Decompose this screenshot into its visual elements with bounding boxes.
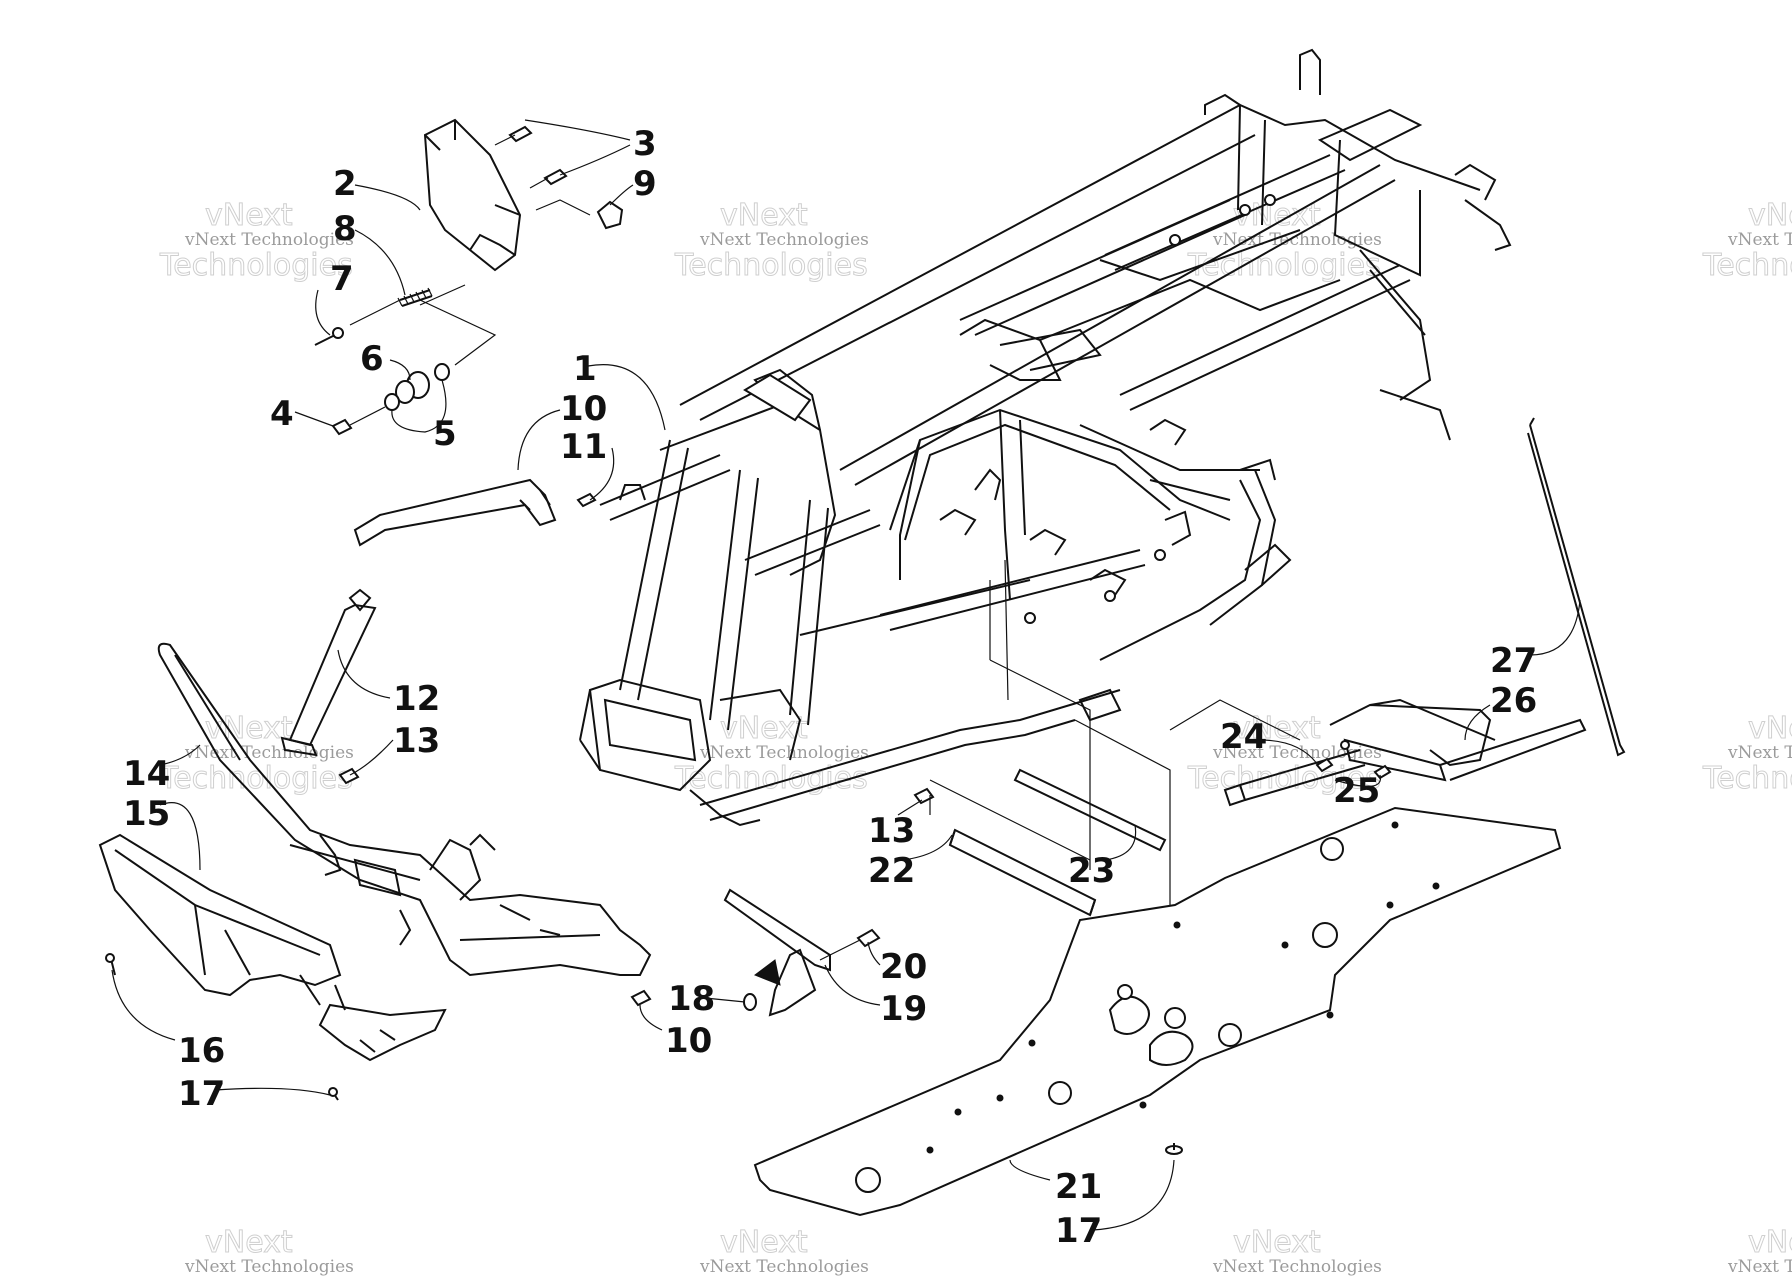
callout-label: 8 (333, 209, 357, 249)
callout-label: 13 (868, 811, 915, 851)
watermark-tile: vNext vNext Technologies (1727, 1225, 1792, 1278)
callout-label: 3 (633, 124, 657, 164)
watermark-brand-top: vNext (720, 711, 808, 746)
watermark-brand-bottom: Technologies (1702, 248, 1792, 283)
watermark-tile: vNext vNext Technologies Technologies (1702, 711, 1792, 797)
callout-label: 7 (330, 259, 354, 299)
watermark-brand-top: vNext (205, 198, 293, 233)
watermark-brand-top: vNext (720, 1225, 808, 1260)
callout-label: 27 (1490, 641, 1537, 681)
callout-label: 14 (123, 754, 170, 794)
watermark-company: vNext Technologies (699, 743, 869, 763)
watermark-brand-top: vNext (1233, 1225, 1321, 1260)
callout-label: 6 (360, 339, 384, 379)
watermark-company: vNext Technologies (1212, 230, 1382, 250)
watermark-tile: vNext vNext Technologies (184, 1225, 354, 1278)
watermark-tile: vNext vNext Technologies Technologies (674, 198, 869, 284)
callout-label: 24 (1220, 717, 1267, 757)
skid-plate-drawing (753, 806, 1562, 1217)
watermark-tile: vNext vNext Technologies (1212, 1225, 1382, 1278)
callout-label: 17 (178, 1074, 225, 1114)
callout-label: 10 (560, 389, 607, 429)
callout-label: 18 (668, 979, 715, 1019)
callout-label: 1 (573, 349, 597, 389)
callout-label: 20 (880, 947, 927, 987)
watermark-company: vNext Technologies (184, 1257, 354, 1277)
callout-label: 9 (633, 164, 657, 204)
watermark-brand-bottom: Technologies (159, 248, 353, 283)
callout-label: 5 (433, 414, 457, 454)
watermark-brand-bottom: Technologies (1702, 761, 1792, 796)
watermark-tile: vNext vNext Technologies Technologies (1702, 198, 1792, 284)
watermark-brand-top: vNext (205, 1225, 293, 1260)
watermark-brand-top: vNext (1748, 198, 1792, 233)
headlight-assembly (314, 118, 624, 436)
watermarks: vNext vNext Technologies Technologies vN… (159, 198, 1792, 1278)
callout-label: 11 (560, 427, 607, 467)
watermark-company: vNext Technologies (699, 1257, 869, 1277)
callout-label: 2 (333, 164, 357, 204)
callout-label: 26 (1490, 681, 1537, 721)
watermark-brand-top: vNext (1748, 711, 1792, 746)
watermark-company: vNext Technologies (699, 230, 869, 250)
callout-label: 13 (393, 721, 440, 761)
watermark-company: vNext Technologies (1727, 230, 1792, 250)
callout-label: 21 (1055, 1167, 1102, 1207)
callout-label: 4 (270, 394, 294, 434)
watermark-company: vNext Technologies (184, 743, 354, 763)
callout-label: 23 (1068, 851, 1115, 891)
watermark-brand-top: vNext (1748, 1225, 1792, 1260)
watermark-tile: vNext vNext Technologies Technologies (159, 711, 354, 797)
callout-label: 22 (868, 851, 915, 891)
center-hardware (723, 659, 1171, 1017)
callout-label: 10 (665, 1021, 712, 1061)
watermark-brand-top: vNext (720, 198, 808, 233)
callouts: 1 2 3 4 5 6 7 8 9 10 11 12 13 (111, 119, 1581, 1251)
watermark-brand-bottom: Technologies (674, 248, 868, 283)
callout-label: 15 (123, 794, 170, 834)
watermark-company: vNext Technologies (1727, 1257, 1792, 1277)
watermark-tile: vNext vNext Technologies (699, 1225, 869, 1278)
watermark-brand-top: vNext (205, 711, 293, 746)
watermark-tile: vNext vNext Technologies Technologies (159, 198, 354, 284)
main-frame-drawing (579, 48, 1512, 827)
callout-label: 17 (1055, 1211, 1102, 1251)
callout-label: 12 (393, 679, 440, 719)
front-bumper-assembly (98, 478, 652, 1101)
watermark-company: vNext Technologies (184, 230, 354, 250)
callout-label: 19 (880, 989, 927, 1029)
callout-label: 25 (1333, 771, 1380, 811)
watermark-brand-bottom: Technologies (1187, 761, 1381, 796)
watermark-company: vNext Technologies (1727, 743, 1792, 763)
watermark-company: vNext Technologies (1212, 743, 1382, 763)
callout-label: 16 (178, 1031, 225, 1071)
rear-hardware (1169, 417, 1626, 807)
watermark-brand-bottom: Technologies (1187, 248, 1381, 283)
watermark-company: vNext Technologies (1212, 1257, 1382, 1277)
watermark-tile: vNext vNext Technologies Technologies (1187, 198, 1382, 284)
